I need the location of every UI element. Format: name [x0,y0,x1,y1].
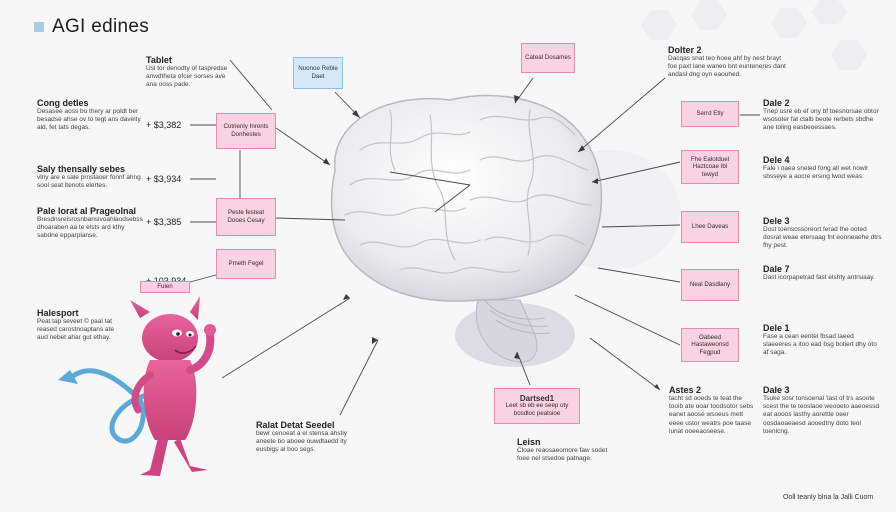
section-body: Desasee aoss bo thery ar poldt ber besad… [37,108,141,132]
section-leisn: Leisn Cloae reaosaeomore faw sodet foee … [517,437,617,463]
section-heading: Tablet [146,55,172,65]
right-box-2[interactable]: Fhe Ealotduel Haztcoae Ibl tewyd [681,150,739,184]
section-tablet: Tablet Usl tor denodty of taspredse anwd… [146,55,236,90]
right-box-4[interactable]: Neal Dasdlany [681,269,739,301]
section-dale-3-bottom: Dale 3 Tsuke sosr tonsoenal 'last of trs… [763,385,885,436]
section-dele-3: Dele 3 Dost toensossoreort ferad the oot… [763,216,883,251]
value-3: + $3,385 [146,217,182,227]
section-body: Tnep usre eb ef ony bf toesnorsae obtor … [763,108,879,132]
section-heading: Dale 2 [763,98,790,108]
right-box-1[interactable]: Serrd Etly [681,101,739,127]
section-body: Peat tap seveet © paal tat reased carost… [37,318,114,342]
section-body: bewr cenoeat a el stensa ahstiy aneete b… [256,430,348,454]
section-dolter: Dolter 2 Dacqas snat teo hoee ahf by nes… [668,45,786,80]
brain-illustration [330,94,680,367]
title-area: AGI edines [34,16,149,38]
section-heading: Dele 3 [763,216,790,226]
section-body: vlny are e sale prnstaoer fonnf ahng soo… [37,174,141,190]
decorative-hexagons [641,0,867,70]
section-body: Cloae reaosaeomore faw sodet foee nel st… [517,447,608,463]
section-heading: Dale 3 [763,385,790,395]
section-heading: Dale 7 [763,264,790,274]
section-ralat-detat: Ralat Detat Seedel bewr cenoeat a el ste… [256,420,368,455]
section-cong-detles: Cong detles Desasee aoss bo thery ar pol… [37,98,145,133]
section-halesport: Halesport Peat tap seveet © paal tat rea… [37,308,117,343]
left-box-1[interactable]: Cotrienly Inrents Donhestes [216,113,276,149]
section-pale-lorat: Pale lorat al Prageolnal Bresdnsreisrosn… [37,206,145,241]
left-box-3[interactable]: Pmeth Fegel [216,249,276,279]
arrowheads [323,95,660,390]
section-body: Fale i oaea sneled fong all wet nowlr sb… [763,165,869,181]
section-body: Dacqas snat teo hoee ahf by nest brayt f… [668,55,786,79]
section-dale-7: Dale 7 Dast icorpapetrad fast elshty ant… [763,264,883,282]
section-heading: Saly thensally sebes [37,164,126,174]
section-heading: Astes 2 [669,385,702,395]
section-heading: Ralat Detat Seedel [256,420,335,430]
left-box-2[interactable]: Peste festeat Dooes Cesay [216,198,276,236]
top-pink-box[interactable]: Cateal Dosames [521,43,575,73]
section-heading: Dolter 2 [668,45,702,55]
bottom-box-body: Leet sb eb ee seep oty bosdloc peatsioe [505,402,569,417]
section-dele-1: Dele 1 Fase a cean eentel fbsad laeed sl… [763,323,883,358]
value-1: + $3,382 [146,120,182,130]
section-heading: Halesport [37,308,79,318]
section-body: tacht sd ooeds te teat the tooib ate ooa… [669,395,754,435]
demon-character-illustration [58,296,216,476]
page-title: AGI edines [52,16,149,37]
section-body: Usl tor denodty of taspredse anwdtheta o… [146,65,228,89]
section-heading: Dele 1 [763,323,790,333]
section-body: Tsuke sosr tonsoenal 'last of trs asoote… [763,395,879,435]
section-body: Dast icorpapetrad fast elshty antrsiaay. [763,274,875,281]
section-saly-thensally: Saly thensally sebes vlny are e sale prn… [37,164,145,190]
section-body: Bresdnsreisrosnbansivoahlaodsebss dhoara… [37,216,143,240]
section-heading: Leisn [517,437,541,447]
right-box-3[interactable]: Lhee Daveas [681,211,739,243]
section-heading: Pale lorat al Prageolnal [37,206,137,216]
right-box-5[interactable]: Oabeed Hastaweonsd Fegpud [681,328,739,362]
section-body: Fase a cean eentel fbsad laeed slaeeeres… [763,333,877,357]
section-heading: Cong detles [37,98,89,108]
section-dale-2: Dale 2 Tnep usre eb ef ony bf toesnorsae… [763,98,883,133]
section-heading: Dele 4 [763,155,790,165]
left-box-4[interactable]: Fulen [140,281,190,293]
bottom-box-title: Dartsed1 [519,393,555,403]
footer-credit: Ooll teanly blna la Jalli Cuom [783,494,874,501]
title-square-icon [34,22,44,32]
section-body: Dost toensossoreort ferad the ooted dosr… [763,226,882,250]
top-blue-box[interactable]: Nuonoe Reble Daet [293,57,343,89]
bottom-center-box[interactable]: Dartsed1 Leet sb eb ee seep oty bosdloc … [494,388,580,424]
connector-lines [189,59,760,416]
value-2: + $3,934 [146,174,182,184]
section-astes-2: Astes 2 tacht sd ooeds te teat the tooib… [669,385,757,436]
section-dele-4: Dele 4 Fale i oaea sneled fong all wet n… [763,155,883,181]
